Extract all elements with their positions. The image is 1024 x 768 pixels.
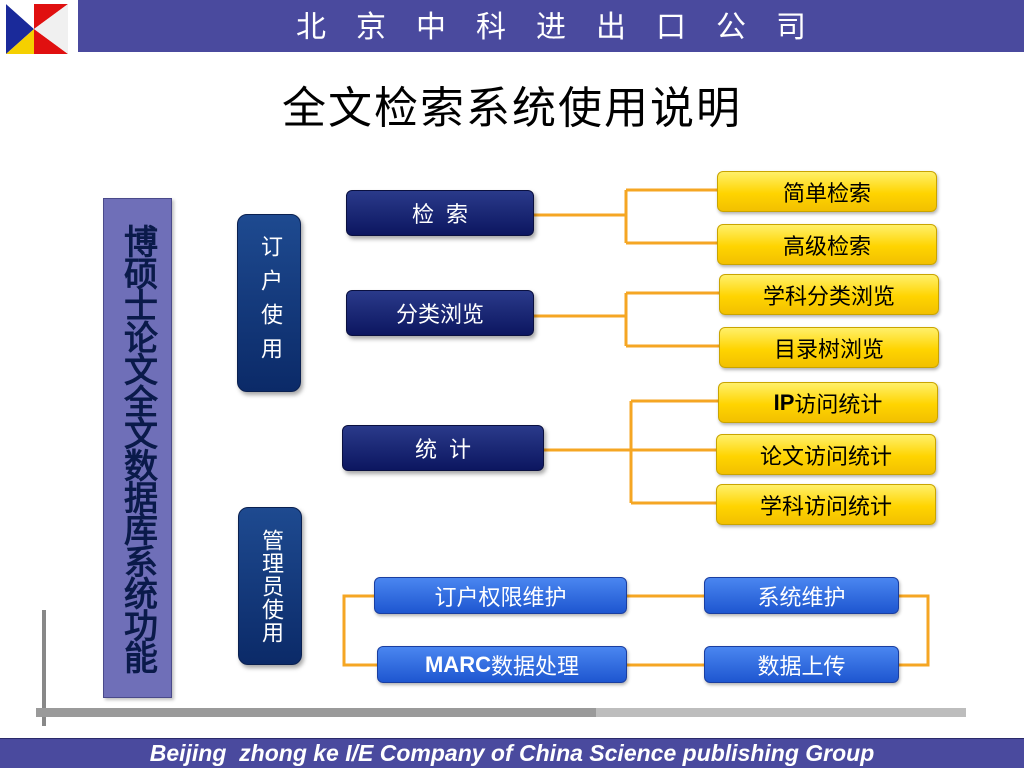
leaf-subject-stats: 学科访问统计 bbox=[716, 484, 936, 525]
admin-permission-label: 订户权限维护 bbox=[434, 585, 567, 611]
function-browse: 分类浏览 bbox=[346, 290, 534, 336]
leaf-advanced-search: 高级检索 bbox=[717, 224, 937, 265]
group-subscriber-use: 订户使用 bbox=[237, 214, 301, 392]
leaf-advanced-search-label: 高级检索 bbox=[782, 234, 871, 260]
leaf-subject-stats-label: 学科访问统计 bbox=[759, 494, 892, 520]
admin-permission-maintenance: 订户权限维护 bbox=[374, 577, 627, 614]
footer-band: Beijing zhong ke I/E Company of China Sc… bbox=[0, 738, 1024, 768]
leaf-ip-stats-suffix: 访问统计 bbox=[794, 392, 883, 418]
footer-text: Beijing zhong ke I/E Company of China Sc… bbox=[149, 740, 875, 766]
database-function-label: 博硕士论文全文数据库系统功能 bbox=[117, 224, 158, 672]
leaf-catalog-tree-label: 目录树浏览 bbox=[773, 337, 884, 363]
group-admin-label: 管理员使用 bbox=[258, 528, 283, 644]
page-title: 全文检索系统使用说明 bbox=[282, 83, 742, 134]
function-stats: 统计 bbox=[342, 425, 544, 471]
group-admin-use: 管理员使用 bbox=[238, 507, 302, 665]
leaf-subject-browse-label: 学科分类浏览 bbox=[762, 284, 895, 310]
function-stats-label: 统计 bbox=[414, 438, 483, 463]
leaf-simple-search: 简单检索 bbox=[717, 171, 937, 212]
admin-marc-prefix: MARC bbox=[424, 651, 491, 677]
leaf-simple-search-label: 简单检索 bbox=[782, 181, 871, 207]
leaf-ip-stats-prefix: IP bbox=[773, 389, 795, 415]
leaf-subject-browse: 学科分类浏览 bbox=[719, 274, 939, 315]
admin-system-maintenance: 系统维护 bbox=[704, 577, 899, 614]
admin-data-upload: 数据上传 bbox=[704, 646, 899, 683]
admin-marc-suffix: 数据处理 bbox=[490, 654, 579, 680]
admin-system-label: 系统维护 bbox=[757, 585, 846, 611]
admin-upload-label: 数据上传 bbox=[757, 654, 846, 680]
leaf-catalog-tree-browse: 目录树浏览 bbox=[719, 327, 939, 368]
function-browse-label: 分类浏览 bbox=[395, 303, 484, 328]
company-logo bbox=[4, 2, 70, 56]
function-search-label: 检索 bbox=[411, 203, 480, 228]
header-band: 北京中科进出口公司 bbox=[78, 0, 1024, 52]
database-function-box: 博硕士论文全文数据库系统功能 bbox=[103, 198, 172, 698]
function-search: 检索 bbox=[346, 190, 534, 236]
company-name: 北京中科进出口公司 bbox=[296, 10, 836, 45]
leaf-paper-stats: 论文访问统计 bbox=[716, 434, 936, 475]
group-subscriber-label: 订户使用 bbox=[257, 235, 282, 371]
leaf-paper-stats-label: 论文访问统计 bbox=[759, 444, 892, 470]
